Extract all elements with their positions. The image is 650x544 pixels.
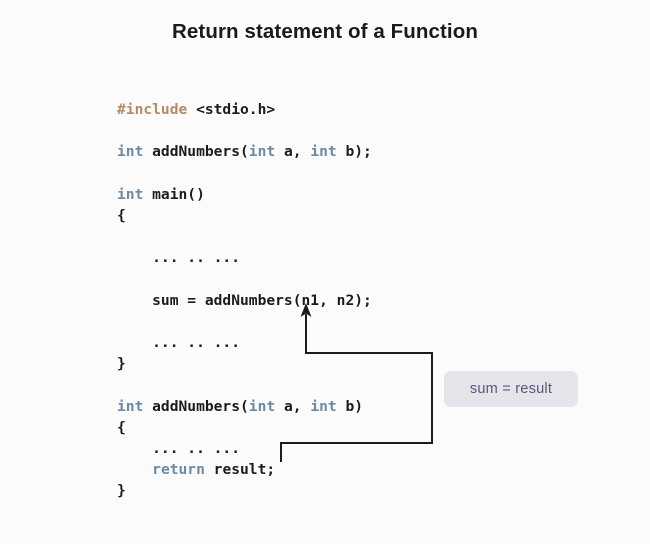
- code-line-l15: int addNumbers(int a, int b): [117, 396, 372, 417]
- code-line-l17: ... .. ...: [117, 438, 372, 459]
- code-token: a,: [275, 143, 311, 161]
- code-line-l10: sum = addNumbers(n1, n2);: [117, 290, 372, 311]
- code-token: int: [248, 397, 276, 415]
- code-token: int: [310, 143, 337, 161]
- annotation-label: sum = result: [469, 381, 553, 397]
- code-token: a,: [275, 397, 311, 415]
- code-line-l14: [117, 374, 372, 395]
- code-token: sum = addNumbers(n1, n2);: [117, 291, 372, 309]
- code-token: }: [117, 482, 126, 500]
- code-line-l12: ... .. ...: [117, 332, 372, 353]
- code-line-l4: [117, 163, 372, 184]
- code-token: return: [152, 461, 205, 479]
- code-line-l11: [117, 311, 372, 332]
- code-token: }: [117, 355, 126, 373]
- code-line-l13: }: [117, 353, 372, 374]
- code-token: <stdio.h>: [196, 101, 276, 118]
- code-token: b);: [336, 143, 372, 161]
- code-line-l8: ... .. ...: [117, 247, 372, 268]
- code-token: [117, 461, 152, 478]
- code-token: {: [117, 206, 126, 224]
- code-line-l7: [117, 226, 372, 247]
- code-line-l1: #include <stdio.h>: [117, 99, 372, 120]
- code-line-l19: }: [117, 480, 372, 501]
- code-token: addNumbers(: [143, 397, 249, 415]
- code-line-l18: return result;: [117, 459, 372, 480]
- code-token: int: [117, 185, 144, 203]
- code-token: int: [248, 143, 276, 161]
- code-token: {: [117, 418, 126, 436]
- code-token: ... .. ...: [117, 334, 241, 352]
- code-token: int: [117, 397, 144, 415]
- code-line-l3: int addNumbers(int a, int b);: [117, 141, 372, 162]
- code-token: ... .. ...: [117, 249, 241, 267]
- code-token: main(): [143, 185, 205, 203]
- annotation-sum-equals-result: sum = result: [444, 371, 578, 407]
- code-token: int: [310, 397, 337, 415]
- page-title: Return statement of a Function: [172, 20, 478, 43]
- code-token: b): [336, 397, 364, 415]
- code-token: result;: [204, 461, 276, 479]
- code-line-l16: {: [117, 417, 372, 438]
- code-line-l2: [117, 120, 372, 141]
- code-line-l6: {: [117, 205, 372, 226]
- code-line-l5: int main(): [117, 184, 372, 205]
- code-token: int: [117, 143, 144, 161]
- code-token: ... .. ...: [117, 440, 241, 457]
- code-token: #include: [117, 101, 197, 118]
- code-token: addNumbers(: [143, 143, 249, 161]
- code-line-l9: [117, 269, 372, 290]
- code-block: #include <stdio.h> int addNumbers(int a,…: [117, 99, 372, 502]
